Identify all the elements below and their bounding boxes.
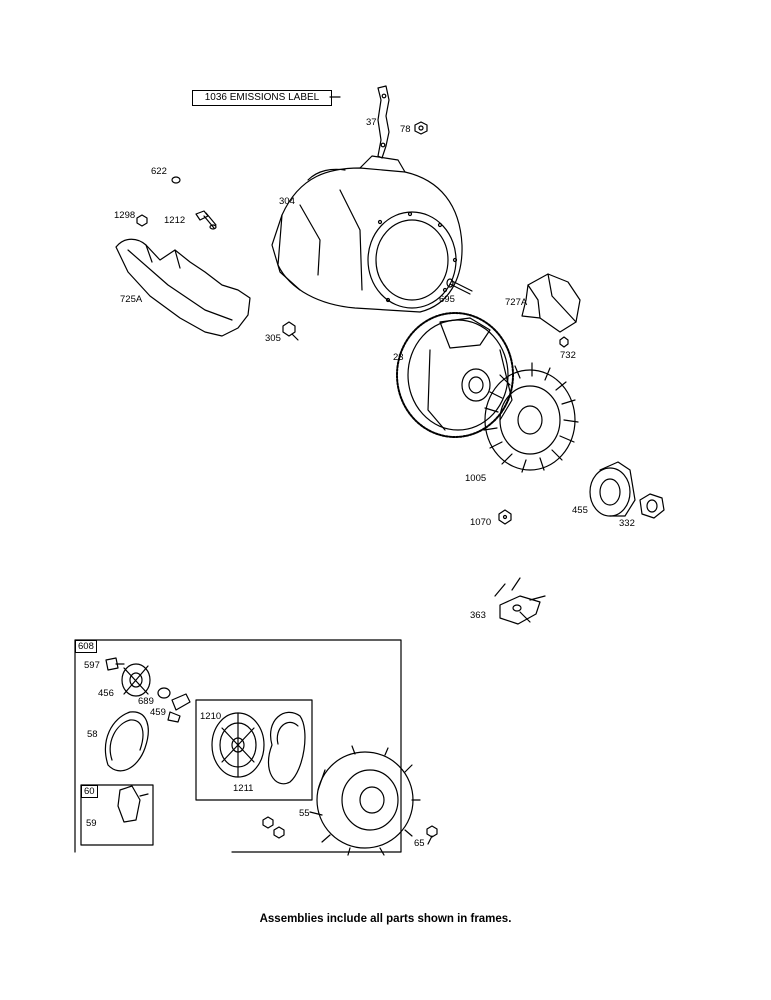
callout-695: 695 [439, 294, 455, 305]
nut-332-drawing [639, 493, 665, 519]
frame-label-608: 608 [75, 640, 97, 653]
callout-456: 456 [98, 688, 114, 699]
screw-597-drawing [105, 657, 125, 671]
callout-597: 597 [84, 660, 100, 671]
callout-1212: 1212 [164, 215, 186, 226]
callout-65: 65 [414, 838, 425, 849]
rope-1211-drawing [267, 711, 306, 785]
nut-55-drawing [262, 816, 285, 839]
starter-housing-drawing [309, 745, 421, 856]
stud-1212-drawing [195, 210, 217, 230]
callout-459: 459 [150, 707, 166, 718]
emissions-label-box: 1036 EMISSIONS LABEL [192, 90, 332, 106]
bracket-37-drawing [377, 85, 390, 159]
callout-1211: 1211 [233, 783, 254, 794]
frame-60-border [80, 784, 154, 846]
deflector-725a-drawing [115, 238, 251, 337]
callout-732: 732 [560, 350, 576, 361]
frame-608-border [74, 639, 402, 853]
blower-housing-304-drawing [271, 155, 463, 313]
nut-78-drawing [414, 121, 428, 135]
callout-363: 363 [470, 610, 486, 621]
screw-695-drawing [446, 278, 473, 295]
pawl-459-drawing [167, 693, 191, 723]
callout-622: 622 [151, 166, 167, 177]
shield-727a-drawing [521, 273, 581, 333]
screw-732-drawing [559, 336, 569, 348]
callout-332: 332 [619, 518, 635, 529]
callout-23: 23 [393, 352, 404, 363]
frame-label-60: 60 [81, 785, 98, 798]
plate-456-drawing [121, 663, 151, 697]
nut-622-drawing [171, 176, 181, 184]
callout-58: 58 [87, 729, 98, 740]
callout-305: 305 [265, 333, 281, 344]
spring-58-drawing [104, 711, 149, 772]
screw-305-drawing [282, 321, 299, 341]
callout-725a: 725A [120, 294, 143, 305]
ring-689-drawing [157, 687, 171, 699]
callout-455: 455 [572, 505, 588, 516]
callout-1210: 1210 [200, 711, 222, 722]
pulley-1210-drawing [211, 712, 265, 778]
callout-78: 78 [400, 124, 411, 135]
callout-304: 304 [279, 196, 295, 207]
callout-689: 689 [138, 696, 154, 707]
screw-1070-drawing [498, 509, 512, 525]
callout-1005: 1005 [465, 473, 487, 484]
frame-1210-border [195, 699, 313, 801]
cup-455-drawing [589, 461, 636, 517]
screw-1298-drawing [136, 214, 148, 227]
callout-55: 55 [299, 808, 310, 819]
flywheel-23-drawing [396, 312, 514, 438]
callout-59: 59 [86, 818, 97, 829]
clamp-363-drawing [494, 577, 546, 625]
callout-1298: 1298 [114, 210, 136, 221]
callout-1070: 1070 [470, 517, 492, 528]
handle-59-drawing [117, 785, 149, 823]
callout-37: 37 [366, 117, 377, 128]
screw-65-drawing [426, 825, 438, 845]
callout-727a: 727A [505, 297, 528, 308]
footer-note: Assemblies include all parts shown in fr… [259, 913, 512, 925]
fan-1005-drawing [483, 362, 579, 473]
